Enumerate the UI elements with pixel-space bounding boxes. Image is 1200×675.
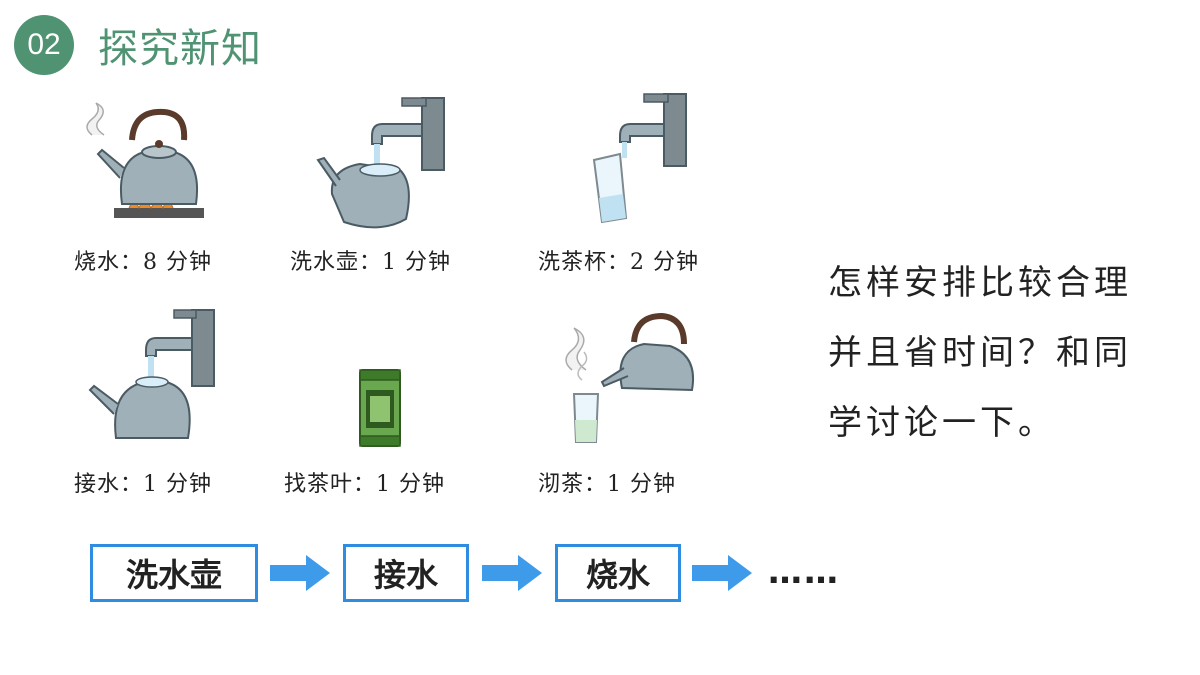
wash-cup-icon <box>592 93 687 224</box>
pour-tea-icon <box>565 312 694 443</box>
caption-wash-kettle: 洗水壶：1 分钟 <box>290 250 451 275</box>
arrow-right-icon <box>482 555 542 591</box>
flow-ellipsis: …… <box>768 552 840 592</box>
flow-step-boil-water: 烧水 <box>555 544 681 602</box>
item-make-tea <box>552 310 782 446</box>
kettle-boiling-icon <box>86 102 204 218</box>
item-fill-water <box>88 308 318 448</box>
item-wash-cup <box>580 92 810 227</box>
fill-kettle-icon <box>88 309 215 439</box>
arrow-right-icon <box>692 555 752 591</box>
item-find-tea <box>356 366 586 450</box>
caption-boil-water: 烧水：8 分钟 <box>74 250 212 275</box>
item-wash-kettle <box>310 94 540 239</box>
item-boil-water <box>74 100 304 225</box>
tea-can-icon <box>359 369 401 447</box>
question-text: 怎样安排比较合理并且省时间？和同学讨论一下。 <box>828 263 1132 443</box>
page-title: 探究新知 <box>98 26 262 72</box>
caption-wash-cup: 洗茶杯：2 分钟 <box>538 250 699 275</box>
caption-fill-water: 接水：1 分钟 <box>74 472 212 497</box>
section-header: 02 探究新知 <box>14 14 262 76</box>
flow-step-fill-water: 接水 <box>343 544 469 602</box>
wash-kettle-icon <box>316 97 445 229</box>
caption-find-tea: 找茶叶：1 分钟 <box>284 472 445 497</box>
caption-make-tea: 沏茶：1 分钟 <box>538 472 676 497</box>
section-number-badge: 02 <box>14 15 74 75</box>
arrow-right-icon <box>270 555 330 591</box>
flow-step-wash-kettle: 洗水壶 <box>90 544 258 602</box>
